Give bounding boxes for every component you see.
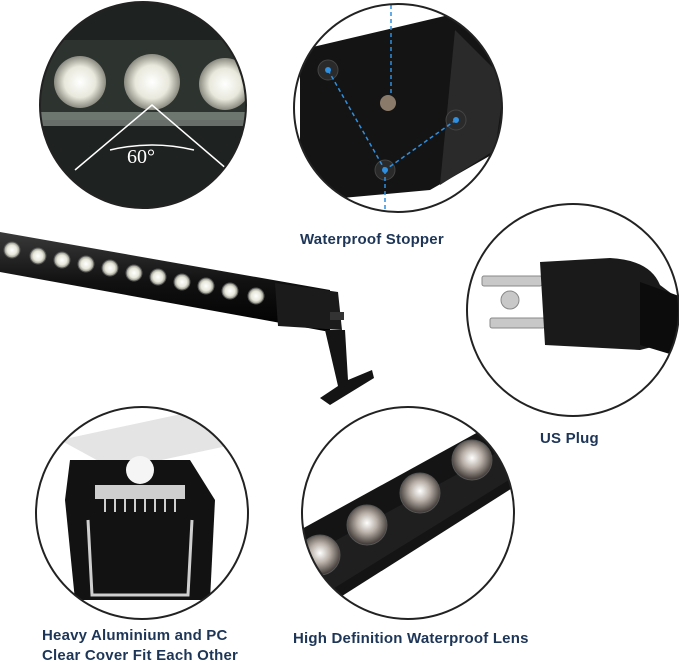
us-plug-circle [466,203,679,417]
caption-us-plug: US Plug [540,430,599,447]
caption-aluminium-cover: Heavy Aluminium and PC Clear Cover Fit E… [42,626,238,662]
bar-led [197,277,215,295]
led-closeup-circle [39,1,247,209]
bar-led [3,241,21,259]
lens-circle [301,406,515,620]
led-bar [0,232,374,405]
caption-aluminium-line2: Clear Cover Fit Each Other [42,647,239,662]
lens [346,504,388,546]
led-bulb [124,54,180,110]
bar-led [173,273,191,291]
bar-led [77,255,95,273]
bar-led [149,268,167,286]
led-bulb [54,56,106,108]
aluminium-profile-circle [35,406,249,620]
bar-led [221,282,239,300]
lens [399,472,441,514]
led-bulb [199,58,246,110]
caption-waterproof-lens: High Definition Waterproof Lens [293,630,529,647]
bar-led [53,251,71,269]
bar-led [101,259,119,277]
caption-waterproof-stopper: Waterproof Stopper [300,231,444,248]
bar-led [247,287,265,305]
caption-aluminium-line1: Heavy Aluminium and PC [42,627,228,644]
beam-angle-label: 60° [127,146,155,168]
bar-led [29,247,47,265]
stopper-circle [293,3,503,213]
lens [451,439,493,481]
bar-led [125,264,143,282]
